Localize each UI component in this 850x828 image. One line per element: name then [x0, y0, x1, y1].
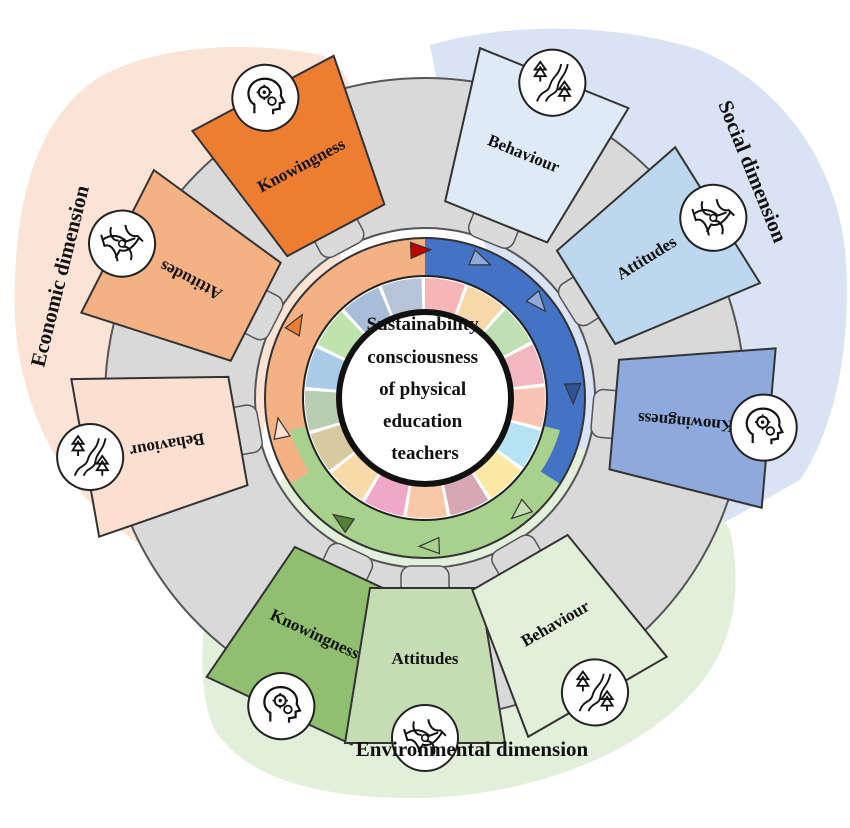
sdg-segment	[381, 278, 423, 316]
petal-body	[70, 375, 249, 539]
sdg-segment	[503, 344, 545, 388]
sdg-segment	[344, 287, 391, 333]
ring-arrow	[331, 513, 356, 534]
center-circle: Sustainability consciousness of physical…	[302, 275, 548, 521]
center-line-4: education	[383, 411, 463, 432]
ring-arrow	[273, 416, 291, 441]
petal-env-attitudes: Attitudes	[343, 565, 507, 772]
joined-hands-icon	[679, 183, 748, 252]
petal-label: Attitudes	[391, 649, 458, 668]
sdg-segment	[456, 286, 504, 332]
joined-hands-icon	[88, 209, 157, 278]
petal-eco-behaviour: Behaviour	[56, 375, 263, 539]
head-gears-icon	[247, 672, 316, 741]
sdg-segment	[304, 390, 341, 431]
petal-body	[471, 533, 669, 739]
petal-soc-knowingness: Knowingness	[590, 347, 798, 510]
sdg-segment	[364, 474, 409, 516]
center-line-1: Sustainability	[367, 314, 479, 335]
center-line-2: consciousness	[367, 347, 478, 368]
center-line-3: of physical	[379, 379, 466, 400]
petal-body	[608, 347, 777, 510]
sdg-segment	[510, 386, 546, 428]
petal-env-behaviour: Behaviour	[471, 533, 669, 739]
road-trees-icon	[56, 423, 125, 492]
ring-arrow	[468, 248, 493, 266]
ring-arrow	[563, 382, 582, 406]
ring-arrow	[525, 289, 547, 313]
petal-env-knowingness: Knowingness	[205, 542, 396, 746]
ring-arrow	[417, 536, 441, 555]
sdg-segment	[406, 484, 447, 519]
center-line-5: teachers	[391, 443, 459, 464]
sdg-segment	[425, 278, 465, 315]
petal-body	[343, 587, 507, 744]
petal-eco-knowingness: Knowingness	[190, 54, 386, 259]
petal-body	[555, 145, 762, 346]
head-gears-icon	[231, 63, 300, 132]
svg-text:Sustainability conscious: Sustainability consciousness of physical…	[367, 314, 484, 464]
petal-eco-attitudes: Attitudes	[79, 168, 284, 362]
head-gears-icon	[729, 393, 798, 462]
petal-soc-attitudes: Attitudes	[555, 145, 762, 346]
sdg-segment	[310, 424, 355, 471]
road-trees-icon	[518, 48, 587, 117]
petal-soc-behaviour: Behaviour	[444, 46, 630, 249]
joined-hands-icon	[391, 704, 459, 772]
ring-arrow	[284, 313, 304, 337]
ring-arrow	[510, 498, 534, 520]
environmental-dimension-label: Environmental dimension	[356, 737, 589, 761]
road-trees-icon	[561, 658, 629, 727]
sdg-segment	[443, 472, 489, 516]
sdg-segment	[305, 347, 346, 390]
sdg-segment	[496, 422, 541, 468]
petals-group: KnowingnessAttitudesBehaviourKnowingness…	[56, 46, 798, 772]
ring-arrow	[409, 241, 433, 260]
ring-arrows	[273, 241, 582, 555]
